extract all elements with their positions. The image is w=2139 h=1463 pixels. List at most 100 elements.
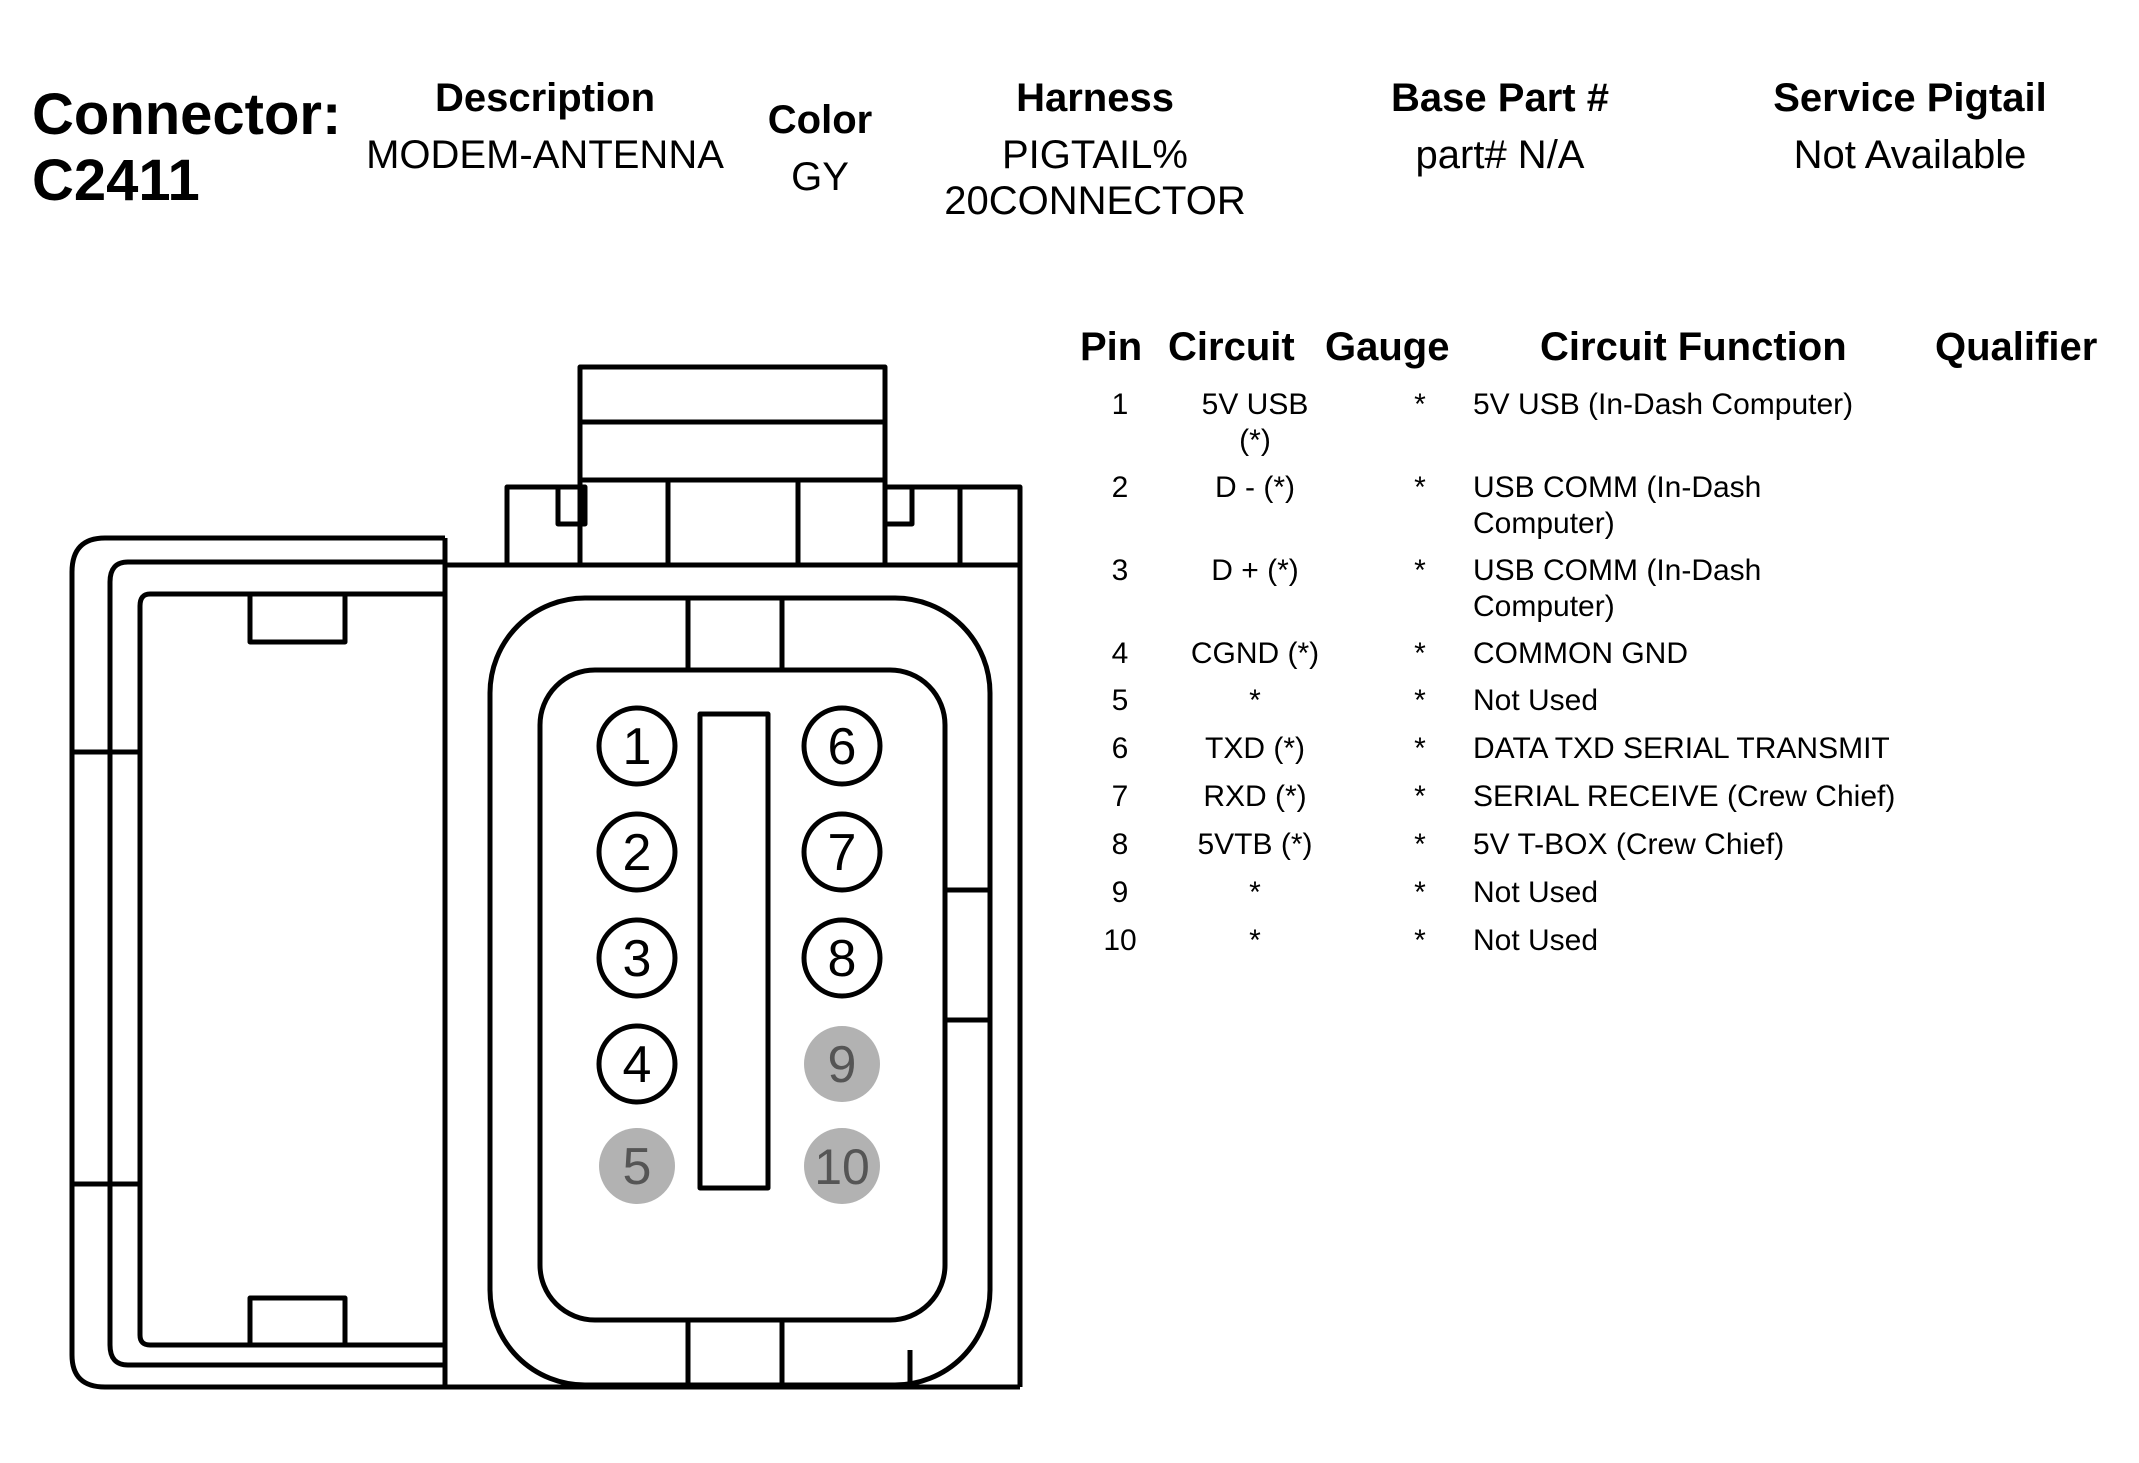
header-gauge: Gauge (1325, 325, 1450, 369)
connector-header: Connector: C2411 Description MODEM-ANTEN… (0, 0, 2139, 260)
pin-cavity-10: 10 (804, 1128, 880, 1204)
gauge-cell: * (1370, 827, 1470, 863)
pin-cell: 7 (1080, 779, 1160, 815)
pin-label: 10 (814, 1139, 870, 1195)
function-cell-line: Computer) (1473, 507, 1615, 540)
pin-cell-line: 8 (1111, 828, 1129, 861)
top-latch (504, 364, 1023, 565)
function-cell: COMMON GND (1473, 636, 1943, 672)
pin-label: 1 (623, 718, 652, 776)
circuit-cell: RXD (*) (1175, 779, 1335, 815)
gauge-cell: * (1370, 387, 1470, 423)
service-pigtail-value: Not Available (1793, 133, 2027, 177)
pin-cell: 4 (1080, 636, 1160, 672)
gauge-cell: * (1370, 731, 1470, 767)
function-cell-line: USB COMM (In-Dash (1473, 554, 1762, 587)
base-part-column: Base Part # part# N/A (1340, 76, 1660, 178)
pin-circle (804, 1026, 880, 1102)
pin-label: 8 (828, 930, 857, 988)
gauge-cell: * (1370, 779, 1470, 815)
pin-cavity-7: 7 (801, 811, 883, 893)
main-body (445, 562, 1023, 1388)
pin-cell: 6 (1080, 731, 1160, 767)
function-cell-line: Computer) (1473, 590, 1615, 623)
connector-title: Connector: C2411 (32, 82, 341, 214)
circuit-cell-line: D - (*) (1215, 471, 1295, 504)
pin-cavity-2: 2 (596, 811, 678, 893)
function-cell-line: Not Used (1473, 876, 1599, 909)
pin-cell: 10 (1080, 923, 1160, 959)
function-cell: Not Used (1473, 923, 1943, 959)
circuit-cell: * (1175, 875, 1335, 911)
service-pigtail-column: Service Pigtail Not Available (1720, 76, 2100, 178)
pin-cell-line: 6 (1111, 732, 1129, 765)
pin-cell: 2 (1080, 470, 1160, 506)
gauge-cell: * (1370, 683, 1470, 719)
gauge-cell: * (1370, 470, 1470, 506)
harness-label: Harness (1016, 76, 1174, 120)
pin-cell-line: 3 (1111, 554, 1129, 587)
pin-cell-line: 10 (1103, 924, 1137, 957)
circuit-cell-line: D + (*) (1211, 554, 1299, 587)
pin-label: 5 (623, 1138, 652, 1196)
pin-cavity-3: 3 (596, 917, 678, 999)
function-cell-line: 5V T-BOX (Crew Chief) (1473, 828, 1785, 861)
header-circuit-function: Circuit Function (1540, 325, 1847, 369)
gauge-cell-line: * (1414, 684, 1426, 717)
circuit-cell: 5VTB (*) (1175, 827, 1335, 863)
pin-cavity-4: 4 (596, 1023, 678, 1105)
gauge-cell: * (1370, 636, 1470, 672)
function-cell: DATA TXD SERIAL TRANSMIT (1473, 731, 1943, 767)
function-cell: Not Used (1473, 683, 1943, 719)
pin-cavity-8: 8 (801, 917, 883, 999)
pin-cavities: 1 2 3 4 5 6 7 8 9 10 (596, 705, 883, 1204)
gauge-cell: * (1370, 875, 1470, 911)
gauge-cell-line: * (1414, 732, 1426, 765)
function-cell-line: Not Used (1473, 684, 1599, 717)
pin-cavity-9: 9 (804, 1026, 880, 1102)
circuit-cell-line: RXD (*) (1203, 780, 1307, 813)
pin-cell-line: 7 (1111, 780, 1129, 813)
color-label: Color (767, 98, 873, 142)
gauge-cell-line: * (1414, 828, 1426, 861)
harness-column: Harness PIGTAIL% 20CONNECTOR (910, 76, 1280, 224)
pin-label: 6 (828, 718, 857, 776)
circuit-cell: D - (*) (1175, 470, 1335, 506)
harness-value: PIGTAIL% 20CONNECTOR (910, 132, 1280, 224)
pin-cavity-6: 6 (801, 705, 883, 787)
pin-cell-line: 2 (1111, 471, 1129, 504)
function-cell: Not Used (1473, 875, 1943, 911)
circuit-cell-line: CGND (*) (1190, 637, 1320, 670)
function-cell-line: 5V USB (In-Dash Computer) (1473, 388, 1854, 421)
pin-cell: 1 (1080, 387, 1160, 423)
description-column: Description MODEM-ANTENNA (355, 76, 735, 178)
pin-cavity-5: 5 (599, 1128, 675, 1204)
circuit-cell: * (1175, 683, 1335, 719)
gauge-cell: * (1370, 923, 1470, 959)
pin-cavity-1: 1 (596, 705, 678, 787)
pin-cell-line: 4 (1111, 637, 1129, 670)
base-part-value: part# N/A (1415, 133, 1585, 177)
connector-label: Connector: (32, 82, 342, 147)
base-part-label: Base Part # (1391, 76, 1609, 120)
pin-cell-line: 9 (1111, 876, 1129, 909)
pin-cell: 9 (1080, 875, 1160, 911)
circuit-cell-line: (*) (1239, 424, 1271, 457)
gauge-cell-line: * (1414, 637, 1426, 670)
function-cell: SERIAL RECEIVE (Crew Chief) (1473, 779, 1943, 815)
header-qualifier: Qualifier (1935, 325, 2098, 369)
pin-circle (801, 917, 883, 999)
pin-label: 2 (623, 824, 652, 882)
description-label: Description (434, 76, 656, 120)
gauge-cell-line: * (1414, 471, 1426, 504)
pin-circle (801, 811, 883, 893)
center-key-slot (697, 711, 771, 1191)
gauge-cell: * (1370, 553, 1470, 589)
gauge-cell-line: * (1414, 876, 1426, 909)
circuit-cell: * (1175, 923, 1335, 959)
color-value: GY (791, 155, 849, 199)
pin-cell-line: 1 (1111, 388, 1129, 421)
pin-cell: 8 (1080, 827, 1160, 863)
circuit-cell-line: 5V USB (1201, 388, 1309, 421)
